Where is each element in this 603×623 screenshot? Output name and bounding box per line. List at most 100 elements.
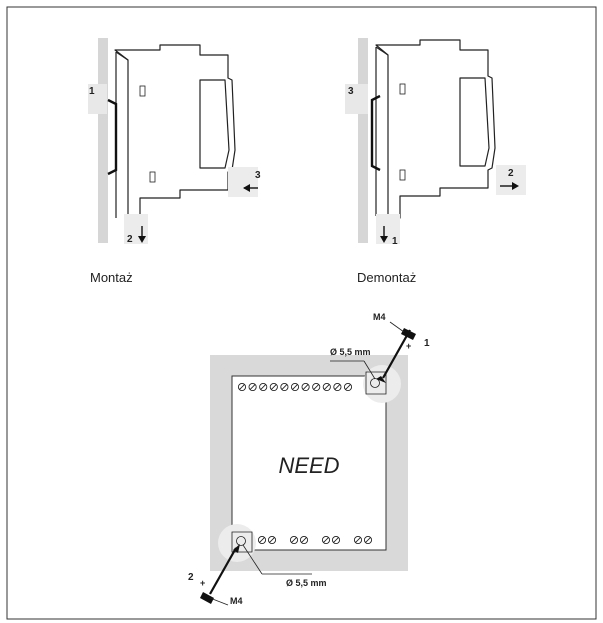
top-terminal-screw bbox=[259, 382, 268, 392]
module-edge bbox=[115, 51, 129, 61]
top-terminal-screw bbox=[322, 382, 331, 392]
mount-ear-top bbox=[365, 371, 387, 395]
dim-top-pointer bbox=[363, 360, 376, 380]
top-terminal-screw bbox=[312, 382, 321, 392]
bottom-terminal-screw bbox=[331, 535, 341, 545]
top-terminal-screw-slot bbox=[334, 384, 341, 390]
mount-step-3: 3 bbox=[255, 170, 261, 181]
top-terminal-screw-slot bbox=[271, 384, 277, 390]
dismounting-figure: 3 1 2 Demontaż bbox=[345, 38, 526, 285]
panel-label: NEED bbox=[278, 453, 339, 478]
dismounting-caption: Demontaż bbox=[357, 270, 416, 285]
step-3-highlight-2 bbox=[345, 84, 368, 114]
top-terminal-screw-slot bbox=[313, 384, 319, 390]
bottom-terminal-screw bbox=[353, 535, 363, 545]
latch-bottom-2 bbox=[399, 169, 406, 181]
arrow-right-head bbox=[512, 182, 519, 190]
top-terminal-screw bbox=[269, 382, 278, 392]
step-2-highlight-2 bbox=[496, 165, 526, 195]
screw-bottom-tip bbox=[233, 544, 240, 553]
screw-top-step: 1 bbox=[424, 338, 430, 349]
screw-bottom-leader bbox=[209, 597, 229, 606]
mounting-caption: Montaż bbox=[90, 270, 133, 285]
mount-step-1: 1 bbox=[89, 86, 95, 97]
bottom-terminal-screw bbox=[321, 535, 331, 545]
bottom-terminal-screw-slot bbox=[365, 537, 371, 543]
bottom-terminal-screw bbox=[267, 535, 277, 545]
din-rail-wall bbox=[98, 38, 108, 243]
top-terminal-screw-slot bbox=[281, 384, 288, 390]
bottom-terminal-screw bbox=[257, 535, 267, 545]
bottom-terminal-screw bbox=[289, 535, 299, 545]
mounting-figure: 1 2 3 Montaż bbox=[88, 38, 261, 285]
bottom-terminal-screw-slot bbox=[301, 537, 307, 543]
bottom-terminal-screw-slot bbox=[333, 537, 339, 543]
dismount-step-3: 3 bbox=[348, 86, 354, 97]
arrow-left-head bbox=[243, 184, 250, 192]
screw-top-size: M4 bbox=[373, 312, 386, 322]
top-terminal-screw-slot bbox=[302, 384, 309, 390]
top-terminal-screw bbox=[237, 382, 247, 392]
screw-top-plus: + bbox=[406, 341, 411, 351]
screw-bottom-plus: + bbox=[200, 578, 205, 588]
screw-top-shaft bbox=[382, 329, 411, 379]
step-1-highlight bbox=[88, 84, 107, 114]
screw-bottom-step: 2 bbox=[188, 572, 194, 583]
arrow-down-head bbox=[138, 236, 146, 243]
mount-step-2: 2 bbox=[127, 234, 133, 245]
bottom-terminal-screw-slot bbox=[355, 537, 361, 543]
screw-top-leader bbox=[389, 321, 405, 333]
top-terminal-screw bbox=[290, 382, 300, 392]
top-terminal-screw-slot bbox=[239, 384, 245, 390]
top-terminal-screw-slot bbox=[324, 384, 330, 390]
module-body-2 bbox=[375, 39, 496, 219]
hole-top-halo bbox=[363, 365, 401, 403]
top-terminal-row bbox=[237, 382, 353, 392]
bottom-terminal-screw-slot bbox=[291, 537, 297, 543]
dim-bottom-pointer bbox=[242, 544, 263, 575]
arrow-down-head-2 bbox=[380, 236, 388, 243]
top-terminal-screw-slot bbox=[345, 384, 351, 390]
screw-bottom-size: M4 bbox=[230, 596, 243, 606]
hole-top-dimension: Ø 5,5 mm bbox=[330, 347, 371, 357]
bottom-terminal-screw-slot bbox=[323, 537, 329, 543]
latch-top bbox=[139, 85, 146, 97]
step-3-highlight bbox=[228, 167, 258, 197]
hole-bottom-dimension: Ø 5,5 mm bbox=[286, 578, 327, 588]
screw-top-tip bbox=[376, 376, 386, 383]
step-1-highlight-2 bbox=[376, 214, 400, 244]
rail-clip-2 bbox=[370, 94, 381, 172]
module-cover-2 bbox=[459, 77, 490, 167]
dismount-step-1: 1 bbox=[392, 236, 398, 247]
module-edge-2 bbox=[375, 46, 389, 56]
bottom-terminal-row bbox=[257, 535, 373, 545]
panel-figure: NEED Ø 5,5 mm M4 1 + Ø 5,5 mm M4 2 + bbox=[188, 312, 430, 606]
top-terminal-screw-slot bbox=[292, 384, 298, 390]
top-terminal-screw bbox=[343, 382, 353, 392]
module-cover bbox=[199, 79, 230, 169]
screw-top-head bbox=[401, 328, 416, 340]
bottom-terminal-screw-slot bbox=[269, 537, 275, 543]
top-terminal-screw bbox=[301, 382, 310, 392]
panel-module bbox=[231, 375, 387, 551]
screw-bottom-shaft bbox=[209, 547, 237, 595]
latch-bottom bbox=[149, 171, 156, 183]
top-terminal-screw bbox=[248, 382, 257, 392]
latch-top-2 bbox=[399, 83, 406, 95]
module-body bbox=[114, 44, 236, 221]
din-rail-wall-2 bbox=[358, 38, 368, 243]
screw-bottom-head bbox=[200, 592, 214, 604]
bottom-terminal-screw bbox=[363, 535, 373, 545]
top-terminal-screw bbox=[280, 382, 289, 392]
top-terminal-screw bbox=[333, 382, 342, 392]
hole-bottom bbox=[236, 536, 246, 546]
bottom-terminal-screw-slot bbox=[259, 537, 265, 543]
dismount-step-2: 2 bbox=[508, 168, 514, 179]
bottom-terminal-screw bbox=[299, 535, 309, 545]
rail-clip bbox=[107, 98, 118, 176]
top-terminal-screw-slot bbox=[260, 384, 266, 390]
mount-ear-bottom bbox=[231, 531, 253, 553]
page-border bbox=[6, 6, 597, 620]
